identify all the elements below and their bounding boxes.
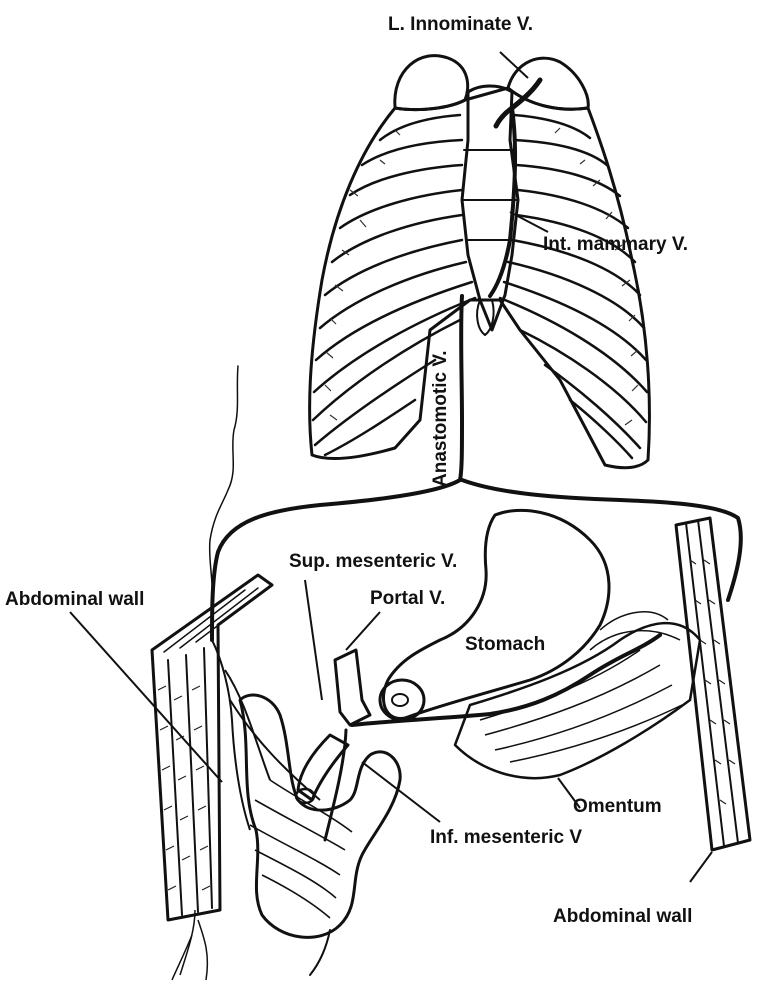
root-vessels: [172, 910, 207, 980]
inf-mesenteric-vein: [325, 730, 346, 840]
portal-vein-segment: [335, 650, 370, 725]
anastomotic-vein-right-branch: [462, 480, 741, 600]
label-abdominal-wall-left: Abdominal wall: [5, 589, 144, 610]
left-lung-apex: [395, 56, 468, 110]
leader-abdominal-wall-left: [70, 612, 222, 782]
label-portal-v: Portal V.: [370, 588, 445, 609]
rib-cage: [310, 56, 650, 468]
leader-sup-mesenteric: [305, 580, 322, 700]
rib-shading: [325, 128, 638, 425]
label-int-mammary-v: Int. mammary V.: [543, 234, 688, 255]
leader-portal: [346, 612, 380, 650]
label-inf-mesenteric-v: Inf. mesenteric V: [430, 827, 582, 848]
label-omentum: Omentum: [573, 796, 662, 817]
stomach: [380, 510, 609, 720]
label-l-innominate-v: L. Innominate V.: [388, 14, 533, 35]
label-anastomotic-v: Anastomotic V.: [430, 350, 451, 487]
intestine: [240, 695, 400, 975]
label-sup-mesenteric-v: Sup. mesenteric V.: [289, 551, 457, 572]
pylorus: [380, 680, 424, 720]
label-stomach: Stomach: [465, 634, 545, 655]
leader-abdominal-wall-right: [690, 852, 712, 882]
label-abdominal-wall-right: Abdominal wall: [553, 906, 692, 927]
